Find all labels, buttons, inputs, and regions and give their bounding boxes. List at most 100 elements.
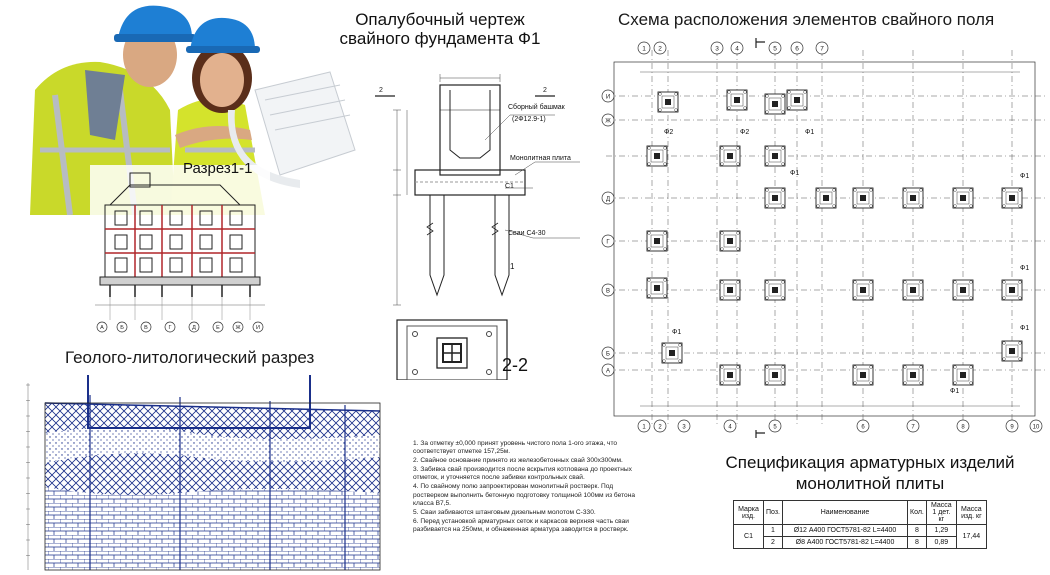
foundation-mark: Ф2 <box>740 129 749 136</box>
axis-bubble <box>601 283 615 297</box>
axis-label: 1 <box>642 425 646 431</box>
note-item: 4. По свайному полю запроектирован монол… <box>413 483 636 507</box>
axis-label: Б <box>120 325 124 331</box>
axis-bubble <box>637 41 651 55</box>
spec-header-cell: Масса 1 дет. кг <box>925 500 957 525</box>
axis-bubble <box>790 41 804 55</box>
geo-section-drawing <box>0 372 400 575</box>
section-1-1-label: Разрез1-1 <box>183 160 253 177</box>
axis-label: 6 <box>861 425 865 431</box>
table-row: С1 1 Ø12 А400 ГОСТ5781-82 L=4400 8 1,29 … <box>733 524 987 549</box>
pile-cap <box>719 279 741 301</box>
spec-cell: Ø12 А400 ГОСТ5781-82 L=4400 <box>782 524 908 537</box>
axis-bubble <box>601 89 615 103</box>
axis-label: Д <box>192 325 196 331</box>
spec-header-cell: Поз. <box>763 500 783 525</box>
pile-cap <box>764 279 786 301</box>
axis-bubble <box>601 234 615 248</box>
spec-cell: 2 <box>763 536 783 549</box>
axis-bubble <box>956 419 970 433</box>
pile-cap <box>952 279 974 301</box>
pile-cap <box>646 230 668 252</box>
pile-cap <box>661 342 683 364</box>
axis-label: 6 <box>795 46 799 53</box>
axis-bubble <box>601 363 615 377</box>
pile-cap <box>902 364 924 386</box>
axis-label: 3 <box>715 46 719 53</box>
section-cut-mark <box>755 38 765 48</box>
table-row: 2 Ø8 А400 ГОСТ5781-82 L=4400 8 0,89 <box>734 536 987 549</box>
section-mark-1: 1 <box>510 262 515 271</box>
note-item: 5. Сваи забиваются штанговым дизельным м… <box>413 508 596 516</box>
pile-cap <box>952 364 974 386</box>
c1-label: С1 <box>505 183 514 190</box>
foundation-mark: Ф1 <box>1020 325 1029 332</box>
axis-label: А <box>606 369 610 375</box>
axis-label: 5 <box>773 425 777 431</box>
spec-title-line2: монолитной плиты <box>795 474 945 493</box>
foundation-mark: Ф1 <box>805 129 814 136</box>
note-item: 6. Перед установкой арматурных сеток и к… <box>413 517 629 533</box>
pile-cap <box>852 364 874 386</box>
axis-bubble <box>1005 419 1019 433</box>
axis-label: В <box>606 289 610 295</box>
axis-label: Б <box>606 352 610 358</box>
pile-cap <box>852 187 874 209</box>
axis-label: Ж <box>235 325 240 331</box>
pile-cap <box>657 91 679 113</box>
spec-mark-cell: С1 <box>733 524 764 549</box>
axis-label: Е <box>216 325 220 331</box>
axis-label: 9 <box>1010 425 1014 431</box>
pile-cap <box>764 187 786 209</box>
axis-bubble <box>768 419 782 433</box>
axis-label: 5 <box>773 46 777 53</box>
axis-bubble <box>601 113 615 127</box>
axis-bubble <box>653 419 667 433</box>
spec-cell: 1,29 <box>925 524 957 537</box>
axis-label: Ж <box>605 119 611 125</box>
shoe-code-label: (2Ф12.9-1) <box>512 116 546 123</box>
axis-bubble <box>601 191 615 205</box>
axis-bubble <box>710 41 724 55</box>
axis-label: 7 <box>820 46 824 53</box>
note-item: 3. Забивка свай производится после вскры… <box>413 466 632 482</box>
pile-scheme-title: Схема расположения элементов свайного по… <box>618 10 995 29</box>
note-item: 2. Свайное основание принято из железобе… <box>413 457 623 465</box>
foundation-mark: Ф1 <box>1020 265 1029 272</box>
axis-label: 1 <box>642 46 646 53</box>
axis-bubble <box>723 419 737 433</box>
spec-header-cell: Марка изд. <box>733 500 764 525</box>
note-item: 1. За отметку ±0,000 принят уровень чист… <box>413 440 618 456</box>
foundation-mark: Ф1 <box>672 329 681 336</box>
axis-label: Д <box>606 197 610 203</box>
pile-cap <box>902 279 924 301</box>
pile-cap <box>646 277 668 299</box>
geo-section-title: Геолого-литологический разрез <box>65 348 315 367</box>
axis-bubble <box>856 419 870 433</box>
axis-label: И <box>256 325 260 331</box>
general-notes: 1. За отметку ±0,000 принят уровень чист… <box>413 440 638 535</box>
pile-cap <box>764 93 786 115</box>
foundation-mark: Ф1 <box>1020 173 1029 180</box>
pile-cap <box>1001 187 1023 209</box>
pile-cap <box>852 279 874 301</box>
pile-cap <box>764 364 786 386</box>
axis-bubble <box>815 41 829 55</box>
formwork-title-line2: свайного фундамента Ф1 <box>339 29 541 48</box>
foundation-mark: Ф2 <box>664 129 673 136</box>
axis-label: 7 <box>911 425 915 431</box>
axis-label: И <box>606 95 610 101</box>
pile-cap <box>726 89 748 111</box>
pile-cap <box>646 145 668 167</box>
spec-header-cell: Масса изд. кг <box>955 500 987 525</box>
axis-bubble <box>1029 419 1043 433</box>
axis-bubble <box>768 41 782 55</box>
pile-cap <box>952 187 974 209</box>
axis-label: 10 <box>1033 425 1040 431</box>
axis-label: 4 <box>735 46 739 53</box>
spec-table-wrap: Марка изд. Поз. Наименование Кол. Масса … <box>733 500 1033 549</box>
pile-cap <box>719 230 741 252</box>
axis-label: Г <box>606 240 610 246</box>
spec-table: Марка изд. Поз. Наименование Кол. Масса … <box>733 500 987 549</box>
